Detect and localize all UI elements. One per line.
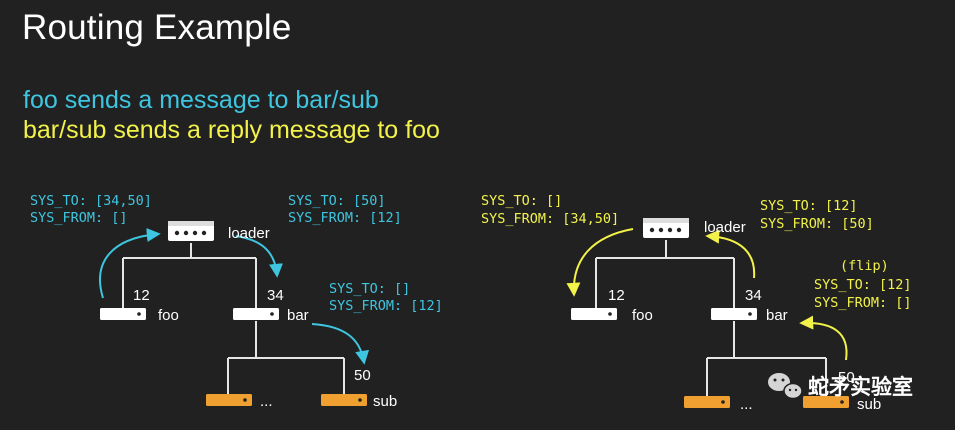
sub-id: 50 (354, 367, 371, 384)
wechat-icon (768, 373, 803, 400)
bar-label: bar (766, 307, 788, 324)
loader-router-icon (643, 218, 689, 238)
msg3-sys-to: SYS_TO: [12] (814, 277, 912, 293)
foo-label: foo (158, 307, 179, 324)
leaf-node-icon (684, 396, 730, 408)
loader-router-icon (168, 221, 214, 241)
arrow-loader-to-foo (566, 228, 634, 297)
watermark-text: 蛇矛实验室 (808, 375, 913, 399)
bar-node-icon (233, 308, 279, 320)
bar-node-icon (711, 308, 757, 320)
msg2-sys-from: SYS_FROM: [12] (288, 210, 402, 226)
bar-id: 34 (267, 287, 284, 304)
left-send-arrows (99, 228, 370, 365)
msg3-sys-from: SYS_FROM: [] (814, 295, 912, 311)
sub-label: sub (373, 393, 397, 410)
leaf-node-icon (206, 394, 252, 406)
sub-id: 50 (838, 369, 855, 386)
arrow-foo-to-loader (99, 228, 161, 299)
msg1-sys-from: SYS_FROM: [] (30, 210, 128, 226)
msg2-sys-to: SYS_TO: [12] (760, 198, 858, 214)
right-reply-arrows (566, 228, 848, 361)
flip-label: (flip) (840, 258, 889, 274)
right-diagram: loader foo bar sub ... 12 34 50 SYS_TO: … (481, 193, 912, 413)
arrow-sub-to-bar (799, 315, 848, 361)
sub-node-icon (321, 394, 367, 406)
loader-label: loader (228, 225, 270, 242)
left-tree-lines (122, 243, 345, 394)
msg2-sys-to: SYS_TO: [50] (288, 193, 386, 209)
foo-node-icon (571, 308, 617, 320)
foo-node-icon (100, 308, 146, 320)
subtitle-send: foo sends a message to bar/sub (23, 86, 379, 114)
watermark: 蛇矛实验室 (768, 373, 913, 400)
right-tree-lines (595, 240, 827, 396)
arrow-bar-to-loader (705, 229, 756, 279)
bar-id: 34 (745, 287, 762, 304)
msg1-sys-from: SYS_FROM: [34,50] (481, 211, 619, 227)
slide-title: Routing Example (22, 8, 292, 47)
arrow-bar-to-sub (311, 323, 370, 365)
msg1-sys-to: SYS_TO: [34,50] (30, 193, 152, 209)
sub-label: sub (857, 396, 881, 413)
ellipsis-label: ... (740, 396, 753, 413)
foo-label: foo (632, 307, 653, 324)
msg1-sys-to: SYS_TO: [] (481, 193, 562, 209)
ellipsis-label: ... (260, 393, 273, 410)
foo-id: 12 (133, 287, 150, 304)
left-diagram: loader foo bar sub ... 12 34 50 SYS_TO: … (30, 193, 443, 410)
bar-label: bar (287, 307, 309, 324)
loader-label: loader (704, 219, 746, 236)
arrow-loader-to-bar (235, 235, 283, 278)
subtitle-reply: bar/sub sends a reply message to foo (23, 116, 440, 144)
msg2-sys-from: SYS_FROM: [50] (760, 216, 874, 232)
msg3-sys-to: SYS_TO: [] (329, 281, 410, 297)
foo-id: 12 (608, 287, 625, 304)
msg3-sys-from: SYS_FROM: [12] (329, 298, 443, 314)
